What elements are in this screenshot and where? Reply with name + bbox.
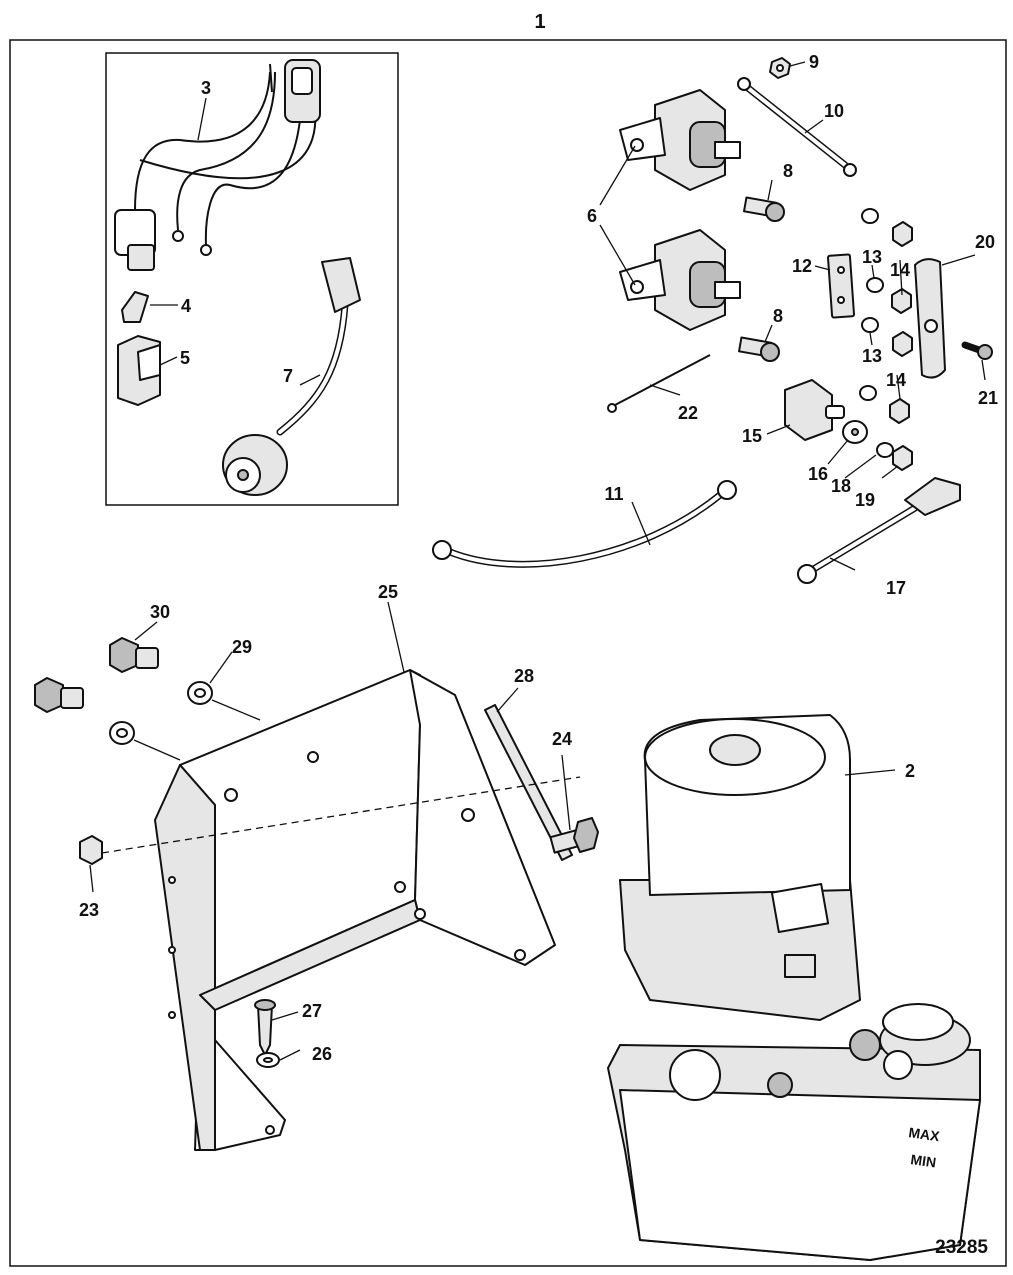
callout-11: 11 (604, 484, 623, 504)
callout-20: 20 (975, 232, 995, 252)
bolt-30b (34, 677, 84, 713)
wiring-harness (114, 59, 321, 271)
fuse-holder-cover (117, 335, 161, 406)
screw-21 (961, 341, 993, 360)
harness-kit-box (105, 52, 399, 506)
callout-16: 16 (808, 464, 828, 484)
pump-harness (222, 257, 361, 496)
plate-12 (826, 253, 856, 319)
plate-20 (914, 258, 946, 379)
reservoir-min-label: MIN (910, 1151, 938, 1170)
callout-23: 23 (79, 900, 99, 920)
callout-22: 22 (678, 403, 698, 423)
callout-29: 29 (232, 637, 252, 657)
reservoir-max-label: MAX (908, 1124, 942, 1144)
callout-8-upper: 8 (783, 161, 793, 181)
nut-23 (79, 835, 103, 865)
callout-27: 27 (302, 1001, 322, 1021)
callout-24: 24 (552, 729, 572, 749)
trim-pump-2 (607, 714, 981, 1261)
callout-14-upper: 14 (890, 260, 910, 280)
callout-15: 15 (742, 426, 762, 446)
callout-21: 21 (978, 388, 998, 408)
circuit-breaker-15 (784, 379, 845, 441)
callout-10: 10 (824, 101, 844, 121)
relay-bolt-upper (743, 196, 785, 222)
callout-18: 18 (831, 476, 851, 496)
reference-number: 23285 (935, 1237, 988, 1258)
washer-18 (876, 442, 894, 458)
callout-30: 30 (150, 602, 170, 622)
relay-bolt-lower (738, 336, 780, 362)
leader-lines (89, 61, 986, 1061)
bolt-axis-line (101, 776, 581, 854)
callout-6: 6 (587, 206, 597, 226)
washer-16 (842, 420, 868, 444)
lead-22 (607, 354, 711, 413)
callout-labels: 2 3 4 5 6 7 8 8 9 10 11 12 13 13 14 14 1… (79, 52, 998, 1064)
callout-2: 2 (905, 761, 915, 781)
nut-19 (892, 445, 913, 471)
callout-7: 7 (283, 366, 293, 386)
nut-9 (769, 57, 791, 79)
washer-26 (256, 1052, 280, 1068)
callout-4: 4 (181, 296, 191, 316)
washer-29 (109, 681, 213, 745)
callout-5: 5 (180, 348, 190, 368)
callout-8-lower: 8 (773, 306, 783, 326)
ground-cable-11 (432, 480, 737, 568)
callout-26: 26 (312, 1044, 332, 1064)
battery-cable-17 (797, 477, 961, 584)
assembly-number: 1 (534, 11, 545, 33)
callout-3: 3 (201, 78, 211, 98)
mounting-bracket-25 (154, 669, 556, 1151)
relay-lower (619, 229, 741, 331)
jumper-cable-10 (737, 77, 857, 177)
callout-13-lower: 13 (862, 346, 882, 366)
callout-9: 9 (809, 52, 819, 72)
callout-25: 25 (378, 582, 398, 602)
callout-14-lower: 14 (886, 370, 906, 390)
fuse (121, 291, 149, 323)
callout-28: 28 (514, 666, 534, 686)
screw-27 (254, 999, 276, 1056)
outer-frame (9, 39, 1007, 1267)
bolt-24 (549, 817, 599, 854)
bolt-30 (109, 637, 159, 673)
callout-17: 17 (886, 578, 906, 598)
callout-12: 12 (792, 256, 812, 276)
nuts-14 (889, 221, 913, 424)
relay-upper (619, 89, 741, 191)
callout-13-upper: 13 (862, 247, 882, 267)
callout-19: 19 (855, 490, 875, 510)
strip-28 (484, 704, 573, 861)
washers-13 (859, 208, 884, 401)
